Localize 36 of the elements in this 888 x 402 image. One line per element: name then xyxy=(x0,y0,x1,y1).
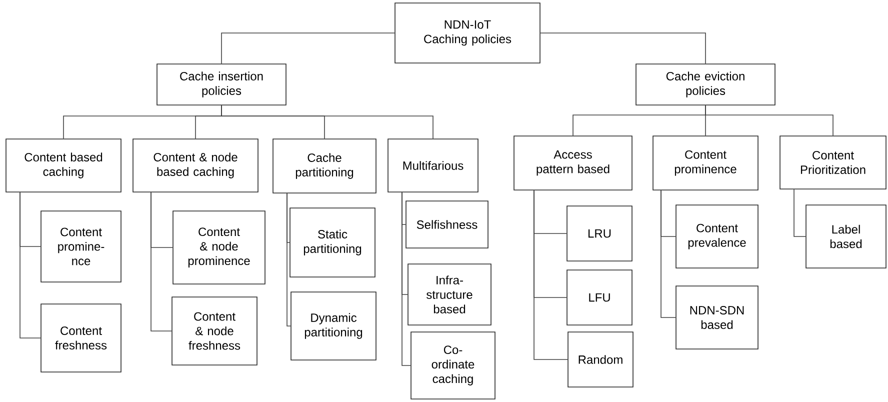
connector-line xyxy=(20,192,41,338)
category-box: Random xyxy=(568,332,634,388)
category-box: Content prominence xyxy=(652,136,758,190)
category-box: Static partitioning xyxy=(290,208,376,278)
connector-line xyxy=(534,190,568,360)
category-box: Selfishness xyxy=(406,200,488,248)
category-box: Content based caching xyxy=(6,138,122,192)
connector-line xyxy=(402,192,411,366)
category-box: Content prevalence xyxy=(676,204,758,268)
connector-line xyxy=(150,192,172,332)
connector-line xyxy=(221,32,395,64)
category-box: LRU xyxy=(566,206,632,262)
connector-line xyxy=(221,105,434,139)
category-box: Infra- structure based xyxy=(408,264,492,326)
category-box: Multifarious xyxy=(388,138,478,192)
category-box: Co- ordinate caching xyxy=(410,332,496,400)
category-box: Content & node based caching xyxy=(132,138,258,192)
category-box: Content freshness xyxy=(40,304,122,372)
category-box: NDN-IoT Caching policies xyxy=(394,2,540,64)
connector-line xyxy=(794,189,806,237)
category-box: Dynamic partitioning xyxy=(290,292,376,360)
category-box: LFU xyxy=(566,270,632,326)
category-box: Cache partitioning xyxy=(272,138,376,194)
connector-line xyxy=(660,190,676,318)
category-box: Content promine- nce xyxy=(40,210,122,282)
category-box: NDN-SDN based xyxy=(676,286,758,350)
category-box: Content Prioritization xyxy=(780,136,886,190)
category-box: Label based xyxy=(806,204,886,268)
category-box: Access pattern based xyxy=(514,136,632,190)
connector-line xyxy=(705,105,834,136)
category-box: Cache insertion policies xyxy=(156,64,286,106)
category-box: Cache eviction policies xyxy=(636,64,776,106)
connector-line xyxy=(286,193,291,326)
category-box: Content & node freshness xyxy=(172,296,258,366)
connector-line xyxy=(540,32,706,64)
category-box: Content & node prominence xyxy=(172,210,266,284)
